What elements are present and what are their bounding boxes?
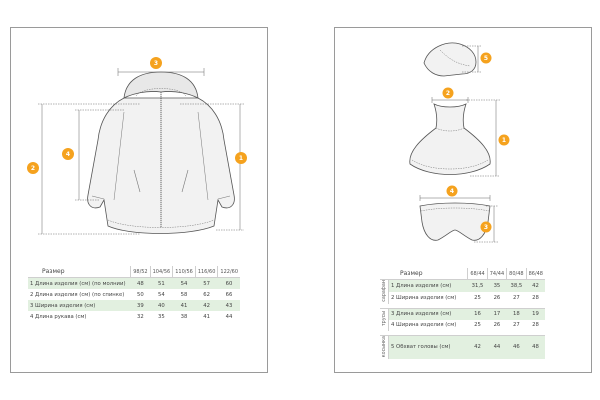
cell: 25: [474, 294, 481, 301]
row-label: 4 Ширина изделия (см): [391, 322, 457, 329]
cell: 57: [195, 277, 218, 289]
marker-4: 4: [62, 148, 74, 160]
size-header: 110/56: [172, 266, 196, 278]
cell: 58: [180, 291, 188, 298]
table-row: сарафан 1 Длина изделия (см) 31,5 35 38,…: [380, 278, 545, 304]
cell: 60: [217, 277, 240, 289]
cell: 41: [172, 300, 196, 311]
svg-text:4: 4: [450, 188, 454, 195]
marker-1: 1: [235, 152, 247, 164]
table-row: 1 Длина изделия (см) (по молнии) 48 51 5…: [28, 277, 240, 289]
cell: 42: [195, 300, 218, 311]
jacket-size-table: Размер 98/52 104/56 110/56 116/60 122/60…: [28, 266, 240, 322]
cell: 51: [150, 277, 173, 289]
cell: 43: [217, 300, 240, 311]
row-label: 5 Обхват головы (см): [388, 334, 468, 359]
table-row: 3 Ширина изделия (см) 39 40 41 42 43: [28, 300, 240, 311]
size-header: 104/56: [149, 266, 173, 278]
cell: 16: [467, 307, 488, 320]
cell: 66: [225, 291, 233, 298]
cell: 38: [180, 313, 188, 320]
cell: 42: [467, 334, 488, 359]
cell: 26: [493, 322, 501, 329]
cell: 46: [506, 334, 527, 359]
table-row: косынка 5 Обхват головы (см) 42 44 46 48: [380, 334, 545, 359]
cell: 54: [172, 277, 196, 289]
svg-text:3: 3: [154, 60, 158, 67]
row-label: 3 Длина изделия (см): [388, 307, 468, 320]
cell: 44: [225, 313, 233, 320]
cell: 26: [493, 294, 501, 301]
cell: 48: [130, 277, 151, 289]
cell: 38,5: [506, 278, 527, 292]
svg-text:4: 4: [66, 151, 70, 158]
size-header: 98/52: [130, 266, 151, 278]
row-label: 1 Длина изделия (см): [388, 278, 468, 292]
cell: 27: [512, 322, 520, 329]
marker-5: 5: [480, 52, 492, 64]
marker-2: 2: [27, 162, 39, 174]
table-title: Размер: [400, 270, 423, 277]
table-row: трусы 3 Длина изделия (см) 16 17 18 19: [380, 307, 545, 331]
cell: 18: [506, 307, 527, 320]
cell: 27: [512, 294, 520, 301]
size-header: 68/44: [467, 268, 488, 280]
cell: 40: [150, 300, 173, 311]
size-header: 122/60: [217, 266, 240, 278]
svg-text:5: 5: [484, 55, 488, 62]
cell: 31,5: [467, 278, 488, 292]
cell: 28: [532, 322, 539, 329]
marker-2: 2: [442, 87, 454, 99]
table-row: 4 Ширина изделия (см) 25 26 27 28: [380, 320, 545, 331]
marker-4: 4: [446, 185, 458, 197]
size-header: 116/60: [194, 266, 218, 278]
cell: 54: [158, 291, 165, 298]
svg-text:1: 1: [502, 137, 506, 144]
row-label: 3 Ширина изделия (см): [28, 300, 131, 311]
size-header: 86/48: [525, 268, 545, 280]
cell: 25: [474, 322, 481, 329]
svg-text:1: 1: [239, 155, 243, 162]
cell: 17: [487, 307, 507, 320]
cell: 44: [487, 334, 507, 359]
group-label: трусы: [380, 307, 389, 331]
cell: 19: [526, 307, 545, 320]
cell: 35: [158, 313, 165, 320]
cell: 48: [526, 334, 545, 359]
cell: 41: [203, 313, 210, 320]
marker-1: 1: [498, 134, 510, 146]
svg-text:2: 2: [31, 165, 35, 172]
cell: 42: [526, 278, 545, 292]
cell: 28: [532, 294, 539, 301]
size-header: 74/44: [486, 268, 507, 280]
set-size-table: Размер 68/44 74/44 80/48 86/48 сарафан 1…: [380, 268, 545, 359]
table-title: Размер: [42, 268, 65, 275]
cell: 50: [137, 291, 144, 298]
group-label: косынка: [380, 334, 389, 359]
size-header: 80/48: [506, 268, 527, 280]
table-row: 2 Длина изделия (см) (по спинке) 50 54 5…: [28, 289, 240, 300]
row-label: 2 Длина изделия (см) (по спинке): [30, 291, 125, 298]
marker-3: 3: [480, 221, 492, 233]
svg-text:3: 3: [484, 224, 488, 231]
table-row: 2 Ширина изделия (см) 25 26 27 28: [380, 292, 545, 304]
svg-text:2: 2: [446, 90, 450, 97]
marker-3: 3: [150, 57, 162, 69]
row-label: 1 Длина изделия (см) (по молнии): [28, 277, 131, 289]
table-row: 4 Длина рукава (см) 32 35 38 41 44: [28, 311, 240, 322]
cell: 35: [487, 278, 507, 292]
group-label: сарафан: [380, 278, 389, 304]
cell: 62: [203, 291, 210, 298]
row-label: 2 Ширина изделия (см): [391, 294, 457, 301]
row-label: 4 Длина рукава (см): [30, 313, 87, 320]
cell: 32: [137, 313, 144, 320]
cell: 39: [130, 300, 151, 311]
